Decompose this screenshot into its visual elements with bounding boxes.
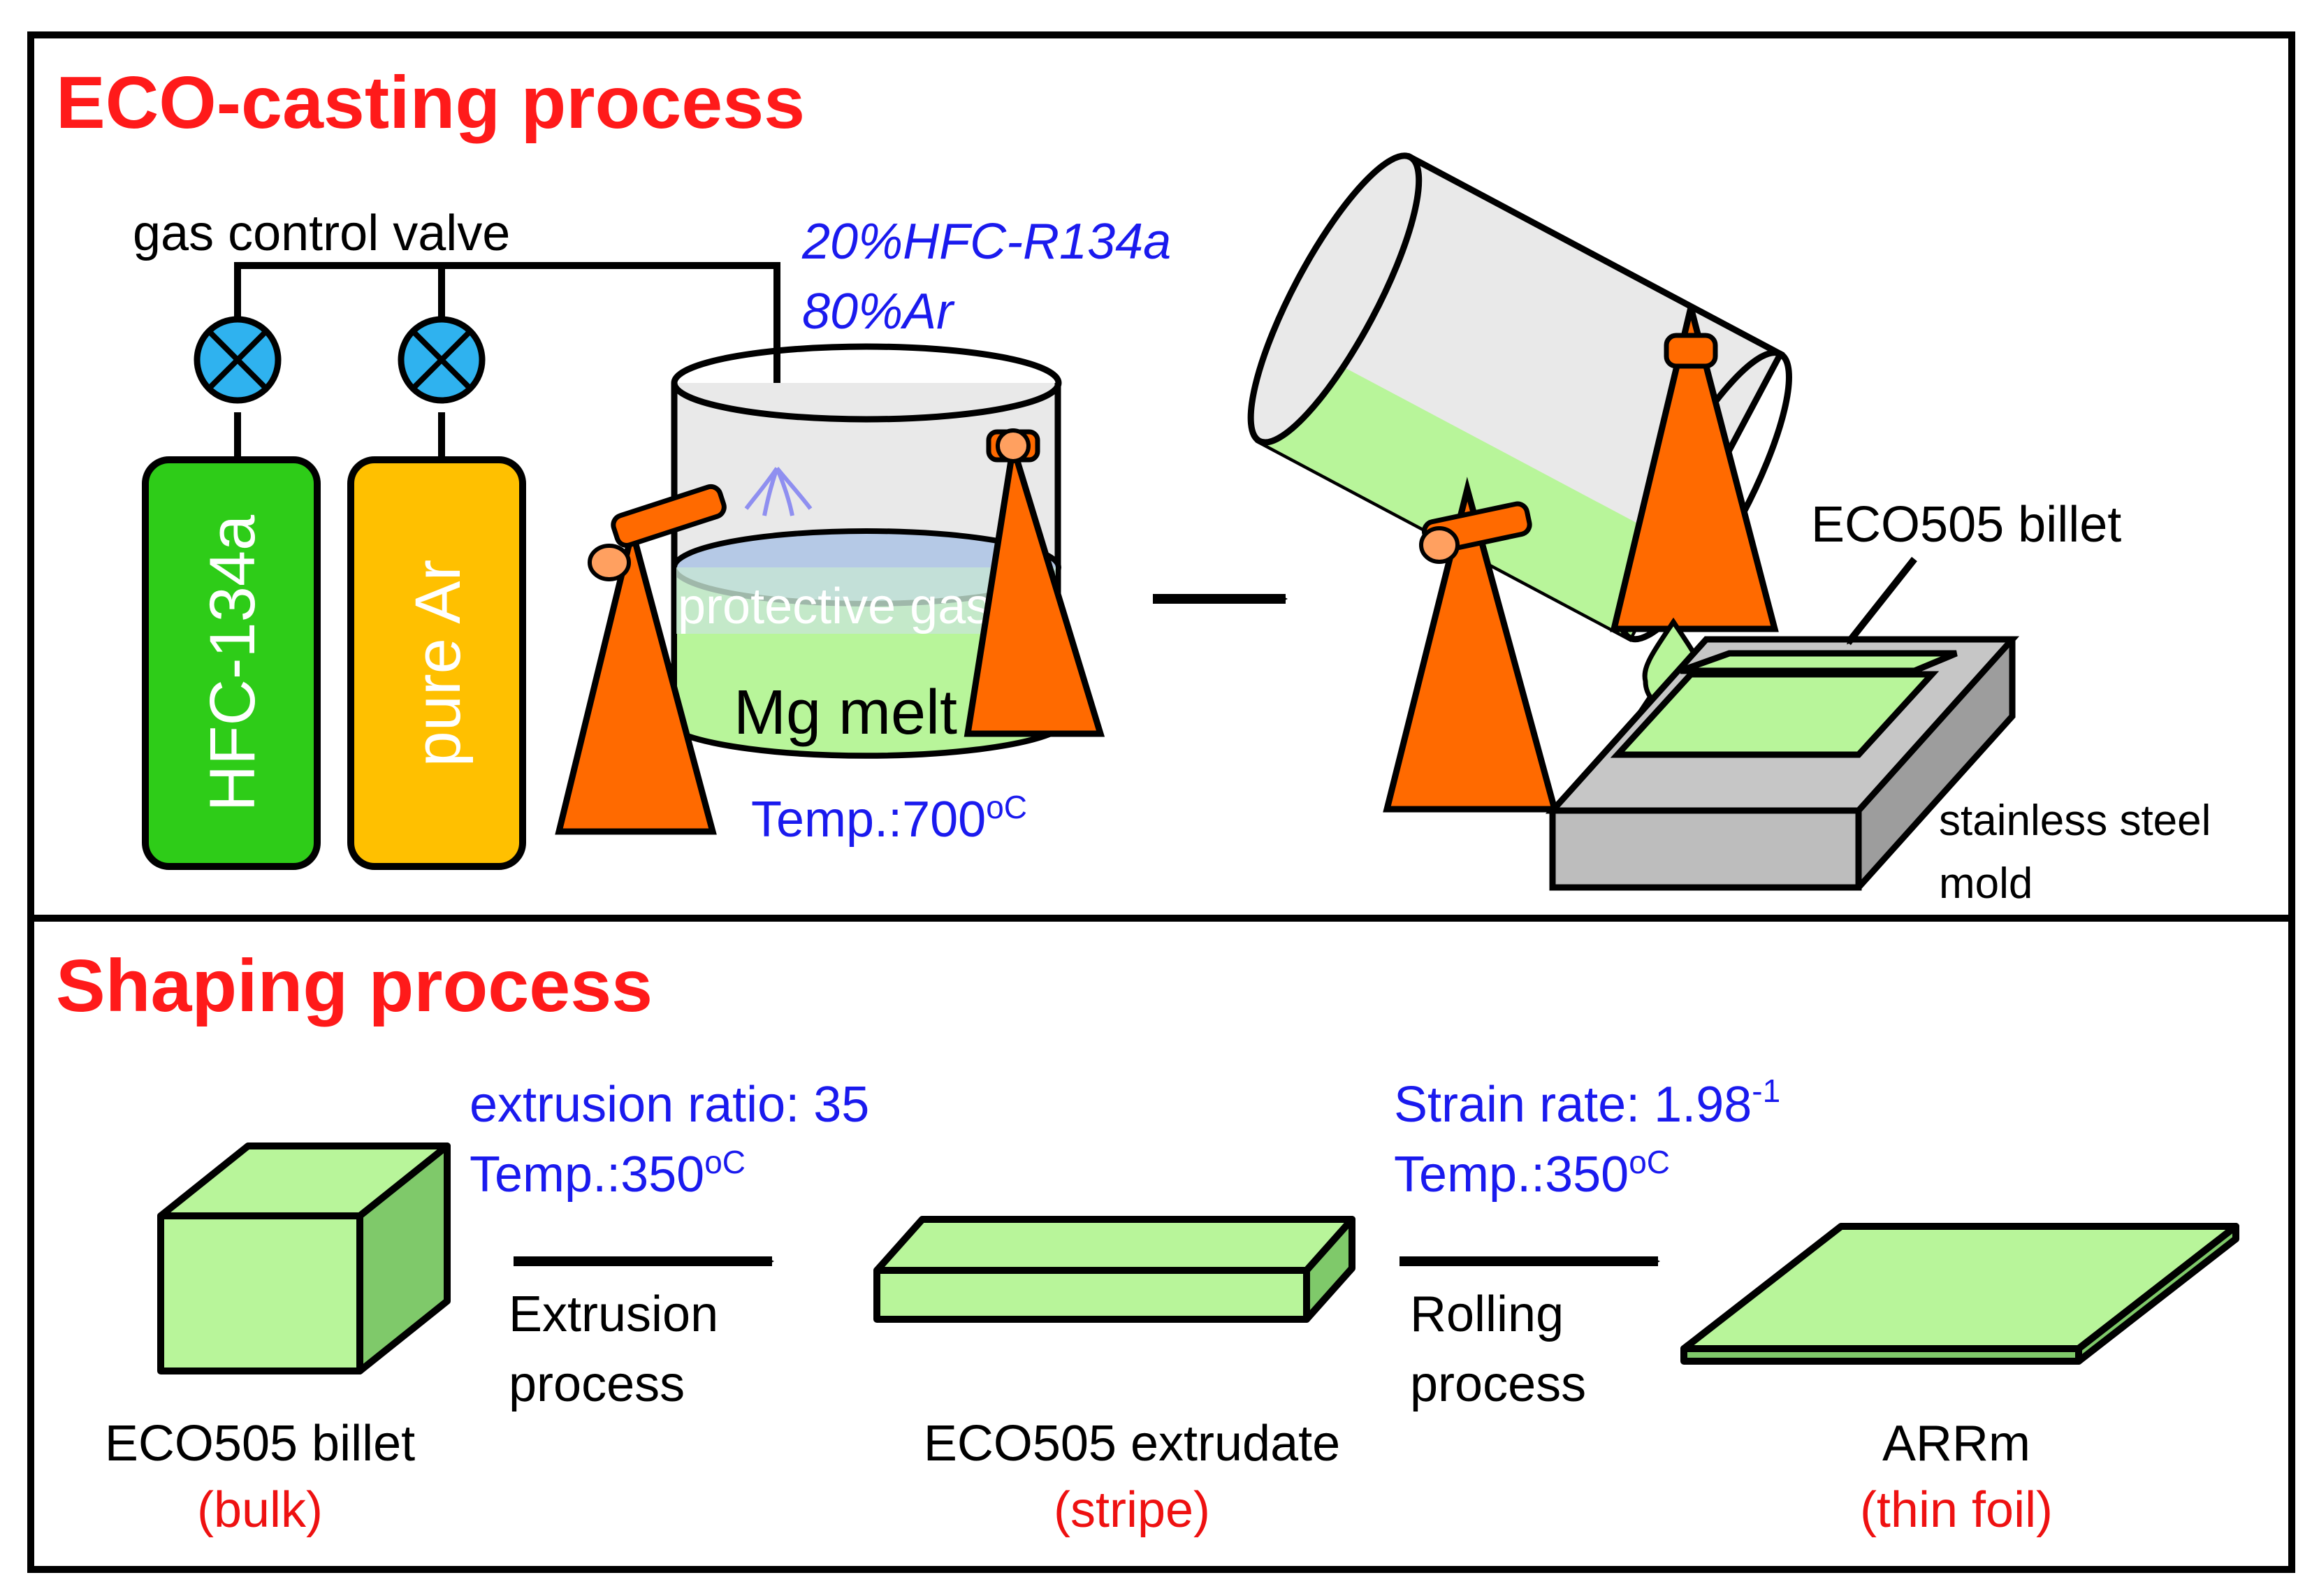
casting-title: ECO-casting process <box>56 61 805 144</box>
extrudate-stripe <box>873 1216 1355 1323</box>
shaping-title: Shaping process <box>56 945 653 1027</box>
melt-temperature-label: Temp.:700oC <box>751 789 1027 848</box>
extrusion-step-line1: Extrusion <box>509 1286 718 1342</box>
casting-billet-label: ECO505 billet <box>1811 497 2121 553</box>
gas-mix-line1: 20%HFC-R134a <box>801 214 1171 270</box>
orange-stand-icon <box>555 484 727 835</box>
rolling-step-line2: process <box>1410 1356 1586 1412</box>
gas-piping <box>234 262 780 461</box>
extrusion-step-line2: process <box>509 1356 685 1412</box>
orange-stand-icon <box>1383 477 1559 813</box>
melt-label: Mg melt <box>734 678 957 748</box>
gas-control-valve-label: gas control valve <box>133 205 510 261</box>
argon-cylinder <box>347 456 526 870</box>
billet-cube <box>157 1142 451 1374</box>
stainless-steel-mold <box>1545 636 2020 891</box>
mold-label-line2: mold <box>1939 859 2033 908</box>
strain-rate-label: Strain rate: 1.98-1 <box>1394 1073 1780 1133</box>
extrusion-ratio-label: extrusion ratio: 35 <box>470 1077 869 1133</box>
valve-icon[interactable] <box>398 316 486 404</box>
valve-icon[interactable] <box>194 316 282 404</box>
hfc-cylinder-label: HFC-134a <box>197 514 268 811</box>
gas-flow-icon <box>744 467 813 516</box>
foil-name: ARRm <box>1882 1416 2030 1472</box>
thin-foil <box>1680 1223 2239 1365</box>
rolling-step-line1: Rolling <box>1410 1286 1564 1342</box>
extrudate-form: (stripe) <box>1054 1482 1210 1538</box>
hfc-cylinder <box>142 456 321 870</box>
argon-cylinder-label: pure Ar <box>402 560 474 767</box>
billet-form: (bulk) <box>197 1482 323 1538</box>
foil-form: (thin foil) <box>1860 1482 2053 1538</box>
rolling-temp-label: Temp.:350oC <box>1394 1144 1670 1203</box>
mold-label-line1: stainless steel <box>1939 797 2211 845</box>
extrusion-temp-label: Temp.:350oC <box>470 1144 746 1203</box>
extrudate-name: ECO505 extrudate <box>924 1416 1340 1472</box>
orange-stand-icon <box>1610 306 1779 632</box>
billet-name: ECO505 billet <box>105 1416 415 1472</box>
protective-gas-label: protective gas <box>678 579 991 634</box>
gas-mix-line2: 80%Ar <box>802 284 955 340</box>
billet-pointer <box>1845 556 1917 646</box>
orange-stand-icon <box>964 428 1105 737</box>
